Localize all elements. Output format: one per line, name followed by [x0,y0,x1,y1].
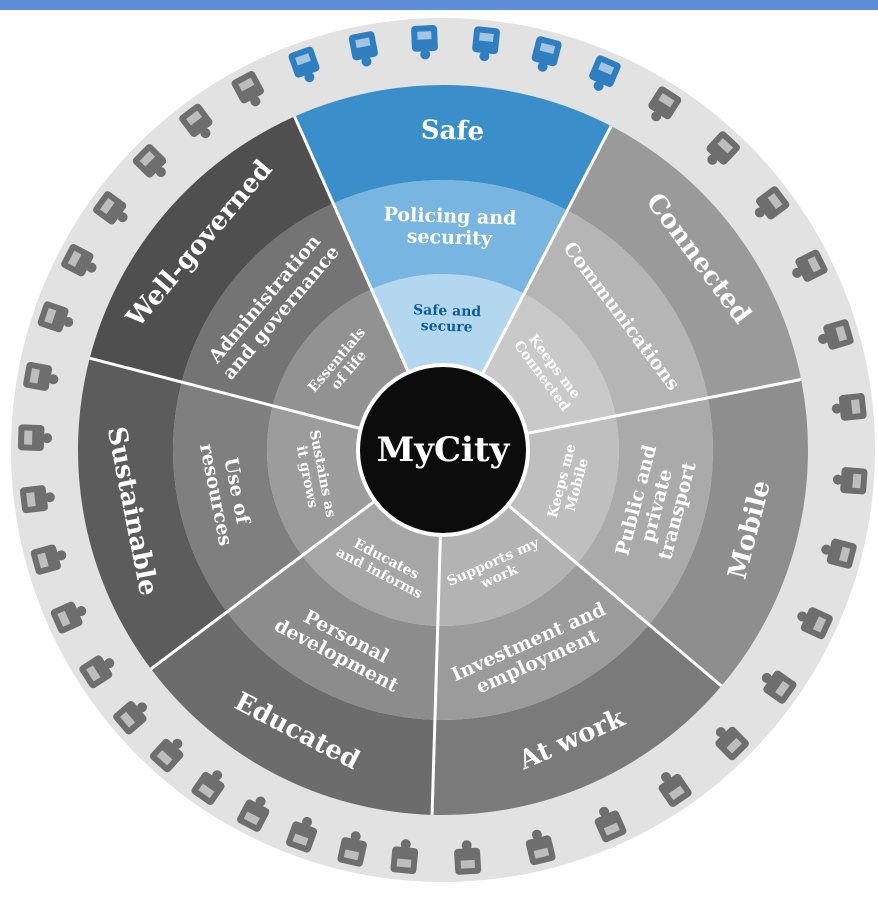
mobile-phone-icon [792,249,828,282]
segment-divider [430,534,442,815]
factory-icon [454,840,482,875]
segment-educated-inner-band [302,500,441,626]
segment-well-governed-middle-band [181,203,372,406]
segment-safe-middle-band [333,180,568,294]
segment-mobile-outer-band [648,379,808,687]
center-hub [356,363,530,537]
segment-divider [480,125,613,376]
leaf-icon [17,424,53,451]
laurel-wreath-icon [93,191,128,225]
fire-extinguisher-icon [589,55,621,91]
segment-safe-outer-label: Safe [420,115,484,147]
segment-educated-outer-band [150,611,435,815]
segment-divider [506,503,723,688]
key-icon [531,36,562,72]
cctv-camera-icon [472,26,500,62]
pen-icon [113,701,148,735]
segment-divider [293,115,410,373]
bicycle-icon [832,467,868,495]
computer-icon [754,186,790,220]
justice-statue-icon [37,301,74,333]
police-car-icon [348,31,378,67]
gavel-icon [179,103,213,139]
scales-icon [231,71,264,107]
segment-safe-inner-band [371,274,525,375]
segment-divider [89,356,362,431]
segment-at-work-middle-band [434,563,649,720]
train-icon [831,393,867,421]
office-building-icon [525,829,556,866]
segment-dividers [89,115,802,815]
center-label: MyCity [377,430,511,470]
light-bulb-icon [19,485,55,514]
segment-sustainable-outer-band [78,358,227,669]
segment-sustainable-middle-band [172,382,303,612]
telephone-icon [706,131,740,165]
segment-safe-inner-label: Safe and [413,302,482,320]
airplane-icon [797,607,833,640]
helicopter-icon [761,670,797,704]
crane-icon [594,806,627,843]
segment-safe-outer-label-group: Safe [420,115,484,147]
footprint-icon [30,544,67,575]
segment-safe-middle-label: Policing and [383,203,516,229]
butterfly-icon [23,361,59,391]
wind-turbine-icon [50,601,87,634]
graduation-cap-icon [285,816,318,853]
taxi-icon [821,538,857,569]
office-tower-icon [658,772,692,807]
flower-icon [79,655,115,689]
segment-connected-inner-band [482,293,616,434]
tree-icon [390,839,419,874]
segment-mobile-middle-band [577,397,713,625]
books-icon [237,796,270,832]
segment-connected-outer-band [567,126,802,398]
segment-divider [150,499,376,671]
satellite-dish-icon [648,86,682,122]
padlock-icon [411,25,438,60]
segments [78,85,808,815]
segment-well-governed-inner-band [272,289,409,429]
bus-icon [337,831,367,867]
segment-well-governed-outer-band [89,116,334,383]
segment-at-work-outer-band [432,624,722,815]
segment-safe-middle-label: security [406,225,493,250]
segment-safe-inner-label: secure [421,318,473,336]
ambulance-icon [288,46,320,83]
abc-icon [191,770,225,805]
graduation-cap-icon [132,144,167,178]
segment-connected-middle-band [524,210,708,416]
skyscraper-icon [715,726,749,761]
segment-divider [526,377,802,436]
icon-ring-icons [17,25,868,875]
segment-educated-middle-band [226,555,438,720]
segment-sustainable-inner-band [267,405,375,556]
globe-icon [149,738,184,773]
radio-mast-icon [818,319,854,350]
parliament-icon [61,244,97,277]
segment-safe-outer-band [294,85,612,211]
top-accent-bar [0,0,878,10]
